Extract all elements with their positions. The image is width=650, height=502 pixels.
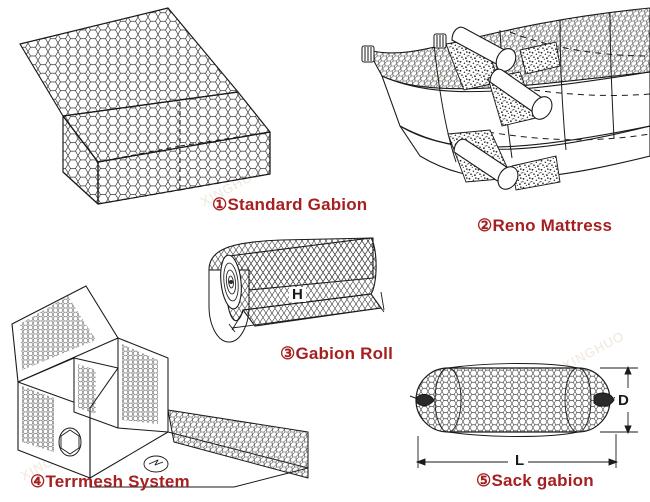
- dimension-label-H: H: [289, 287, 306, 302]
- standard-gabion-drawing: [19, 7, 271, 205]
- dimension-label-D: D: [615, 393, 632, 408]
- gabion-roll-drawing: [208, 237, 385, 343]
- caption-terrmesh-system: ④Terrmesh System: [30, 472, 190, 491]
- caption-gabion-roll: ③Gabion Roll: [280, 344, 394, 363]
- caption-standard-gabion: ①Standard Gabion: [212, 195, 368, 214]
- caption-sack-gabion: ⑤Sack gabion: [476, 471, 594, 490]
- terrmesh-system-drawing: [11, 285, 309, 488]
- figure-terrmesh-system: [8, 282, 309, 488]
- figure-gabion-roll: H: [185, 232, 400, 343]
- reno-mattress-drawing: [361, 7, 650, 191]
- figure-reno-mattress: [360, 6, 650, 206]
- dimension-label-L: L: [512, 453, 528, 468]
- figure-sack-gabion: D L: [400, 352, 645, 482]
- figure-standard-gabion: [8, 4, 288, 209]
- caption-reno-mattress: ②Reno Mattress: [477, 216, 613, 235]
- sack-gabion-drawing: [409, 363, 638, 468]
